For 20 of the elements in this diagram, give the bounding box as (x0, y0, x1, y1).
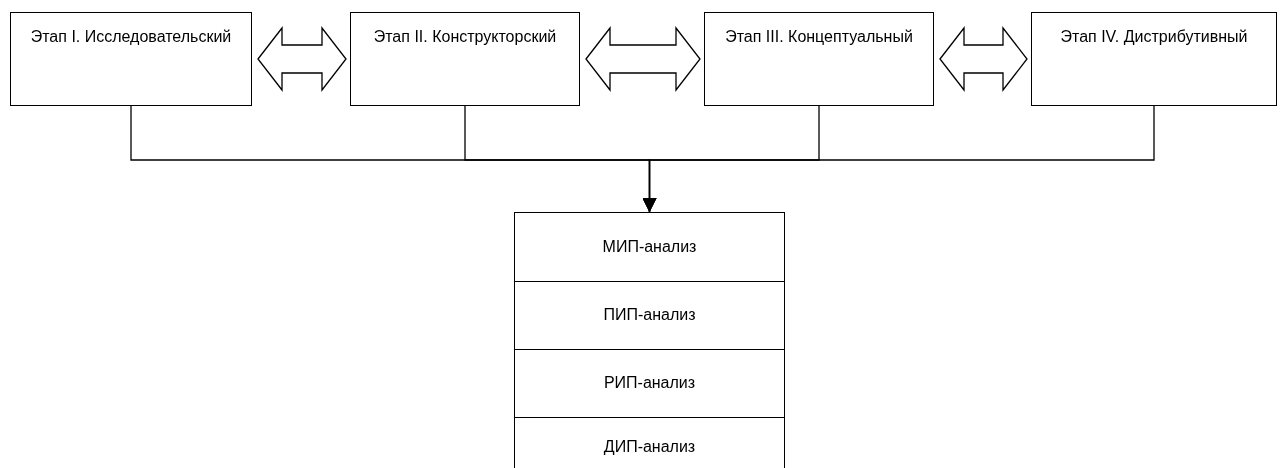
box-label: Этап II. Конструкторский (372, 27, 558, 47)
stage-box (10, 12, 252, 106)
box-label: РИП-анализ (603, 373, 696, 394)
connector-arrow (642, 105, 1155, 213)
analysis-box (514, 417, 785, 468)
box-label: Этап IV. Дистрибутивный (1059, 27, 1249, 47)
box-label: МИП-анализ (602, 236, 697, 257)
box-label: ПИП-анализ (603, 305, 696, 326)
analysis-box (514, 212, 785, 282)
double-block-arrow (585, 26, 701, 92)
stage-box (704, 12, 934, 106)
box-label: Этап I. Исследовательский (29, 27, 233, 47)
double-block-arrow (939, 26, 1028, 92)
analysis-box (514, 349, 785, 418)
box-label: Этап III. Концептуальный (724, 27, 914, 47)
double-block-arrow (257, 26, 347, 92)
stage-box (350, 12, 580, 106)
analysis-box (514, 281, 785, 350)
box-label: ДИП-анализ (603, 436, 696, 457)
stage-box (1031, 12, 1277, 106)
